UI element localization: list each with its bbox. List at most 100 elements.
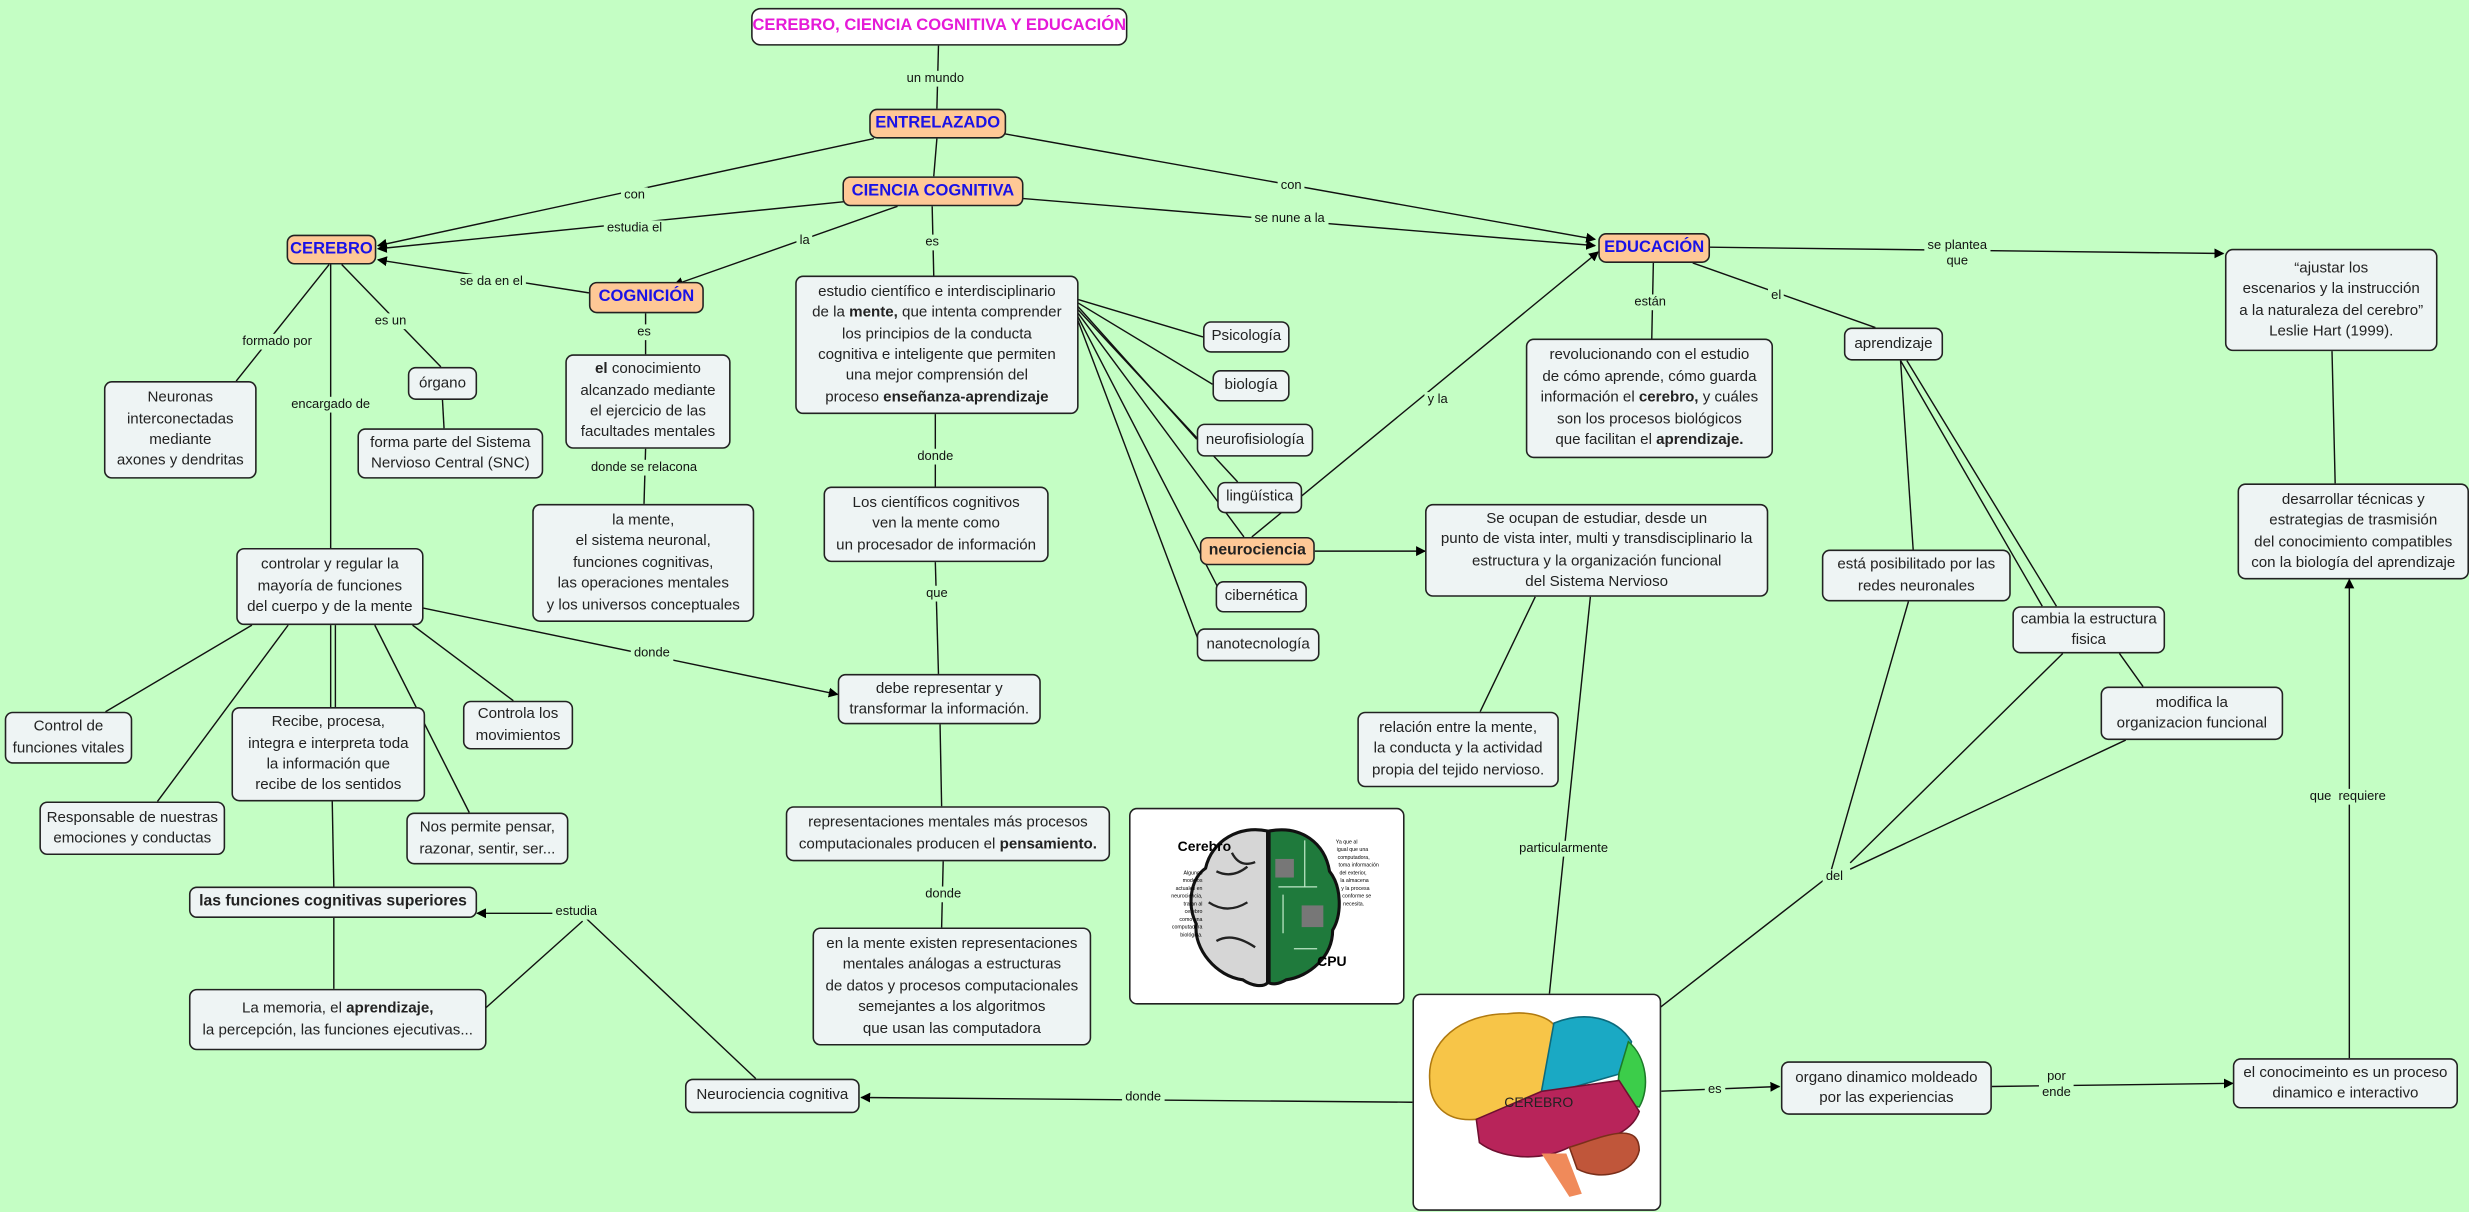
node-title[interactable]: CEREBRO, CIENCIA COGNITIVA Y EDUCACIÓN [751, 7, 1128, 46]
node-text-line: organizacion funcional [2116, 714, 2268, 733]
connector-line [673, 205, 898, 287]
text-segment: conocimiento [607, 360, 701, 379]
connector-line [933, 138, 938, 177]
node-text-line: el conocimeinto es un proceso [2243, 1063, 2448, 1082]
node-aprendizaje[interactable]: aprendizaje [1843, 327, 1944, 361]
node-text-line: con la biología del aprendizaje [2251, 554, 2456, 572]
node-text-line: Nervioso Central (SNC) [370, 455, 530, 473]
node-cerebro[interactable]: CEREBRO [286, 234, 377, 265]
link-label-estudia: estudia [552, 903, 601, 920]
connector-line [476, 920, 584, 1017]
node-text-line: la percepción, las funciones ejecutivas.… [202, 1021, 473, 1039]
node-text-line: Psicología [1211, 327, 1282, 346]
node-neurocog[interactable]: Neurociencia cognitiva [684, 1078, 860, 1114]
connector-line [1849, 739, 2127, 870]
node-text-line: Leslie Hart (1999). [2269, 322, 2394, 340]
note-line: Algunos [1183, 870, 1202, 876]
note-line: modelos [1183, 878, 1203, 884]
link-label-se_plantea: se plantea que [1924, 237, 1991, 270]
note-line: igual que una [1337, 847, 1369, 853]
node-text-line: mentales análogas a estructuras [842, 956, 1062, 974]
node-organo[interactable]: órgano [407, 366, 478, 400]
node-text-line: lingüística [1226, 488, 1294, 506]
node-text-line: emociones y conductas [53, 829, 212, 848]
connector-line [1906, 360, 2058, 607]
link-label-estudia_el: estudia el [603, 220, 666, 237]
node-text-line: del conocimiento compatibles [2254, 533, 2453, 551]
node-superiores[interactable]: las funciones cognitivas superiores [188, 886, 478, 919]
node-relacion[interactable]: relación entre la mente,la conducta y la… [1357, 711, 1559, 788]
node-neurociencia[interactable]: neurociencia [1199, 536, 1315, 566]
note-line: Ya que al [1336, 839, 1358, 845]
brainstem [1541, 1153, 1582, 1197]
node-text-line: ven la mente como [872, 515, 1000, 533]
link-label-es_1: es [922, 234, 943, 251]
node-text-line: Los científicos cognitivos [852, 494, 1020, 512]
node-text-line: semejantes a los algoritmos [858, 998, 1046, 1016]
node-text-line: aprendizaje [1854, 335, 1933, 353]
node-text-line: una mejor comprensión del [845, 367, 1029, 385]
connector-line [1548, 596, 1592, 994]
note-line: cerebro [1185, 909, 1203, 915]
link-label-por_ende: por ende [2038, 1069, 2074, 1101]
colored-brain-label: CEREBRO [1504, 1094, 1573, 1110]
connector-line [331, 801, 335, 887]
note-line: conforme se [1342, 894, 1371, 900]
node-text-line: Nos permite pensar, [419, 818, 555, 837]
node-ocupan[interactable]: Se ocupan de estudiar, desde un punto de … [1425, 503, 1769, 597]
node-mente[interactable]: la mente,el sistema neuronal,funciones c… [532, 503, 755, 622]
node-recibe[interactable]: Recibe, procesa,integra e interpreta tod… [231, 707, 426, 802]
node-nanotecnologia[interactable]: nanotecnología [1196, 628, 1320, 662]
parietal-lobe [1540, 1016, 1633, 1093]
node-cientificos[interactable]: Los científicos cognitivos ven la mente c… [823, 486, 1049, 563]
node-entrelazado[interactable]: ENTRELAZADO [869, 108, 1007, 139]
node-pensar[interactable]: Nos permite pensar,razonar, sentir, ser.… [406, 812, 569, 865]
node-biologia[interactable]: biología [1212, 370, 1290, 402]
link-label-se_nune: se nune a la [1251, 210, 1328, 227]
node-text-line: CIENCIA COGNITIVA [851, 180, 1015, 200]
node-cibernetica[interactable]: cibernética [1215, 581, 1307, 613]
node-text-line: punto de vista inter, multi y transdisci… [1440, 530, 1753, 549]
node-text-line: CEREBRO, CIENCIA COGNITIVA Y EDUCACIÓN [752, 16, 1127, 36]
node-text-line: alcanzado mediante [580, 381, 716, 400]
link-label-estan: están [1631, 294, 1670, 311]
node-linguistica[interactable]: lingüística [1217, 481, 1303, 514]
node-memoria[interactable]: La memoria, el aprendizaje,la percepción… [188, 988, 487, 1051]
connector-line [1076, 314, 1223, 596]
link-label-donde_1: donde [914, 448, 957, 465]
node-text-line: Se ocupan de estudiar, desde un [1486, 509, 1708, 528]
node-text-line: funciones cognitivas, [573, 553, 714, 572]
node-ciencia[interactable]: CIENCIA COGNITIVA [842, 176, 1024, 207]
node-cognicion[interactable]: COGNICIÓN [588, 281, 704, 314]
node-neurofisiologia[interactable]: neurofisiología [1196, 423, 1314, 457]
node-text-line: desarrollar técnicas y [2281, 490, 2425, 509]
node-text-line: los principios de la conducta [842, 325, 1032, 343]
link-label-del: del [1822, 869, 1847, 885]
node-psicologia[interactable]: Psicología [1203, 321, 1290, 353]
node-educacion[interactable]: EDUCACIÓN [1598, 233, 1711, 263]
node-text-line: cibernética [1224, 587, 1298, 606]
node-text-line: estudio científico e interdisciplinario [818, 283, 1056, 301]
connector-line [1991, 1078, 2234, 1089]
text-segment: que facilitan el [1555, 431, 1657, 449]
connector-line [2331, 351, 2336, 484]
